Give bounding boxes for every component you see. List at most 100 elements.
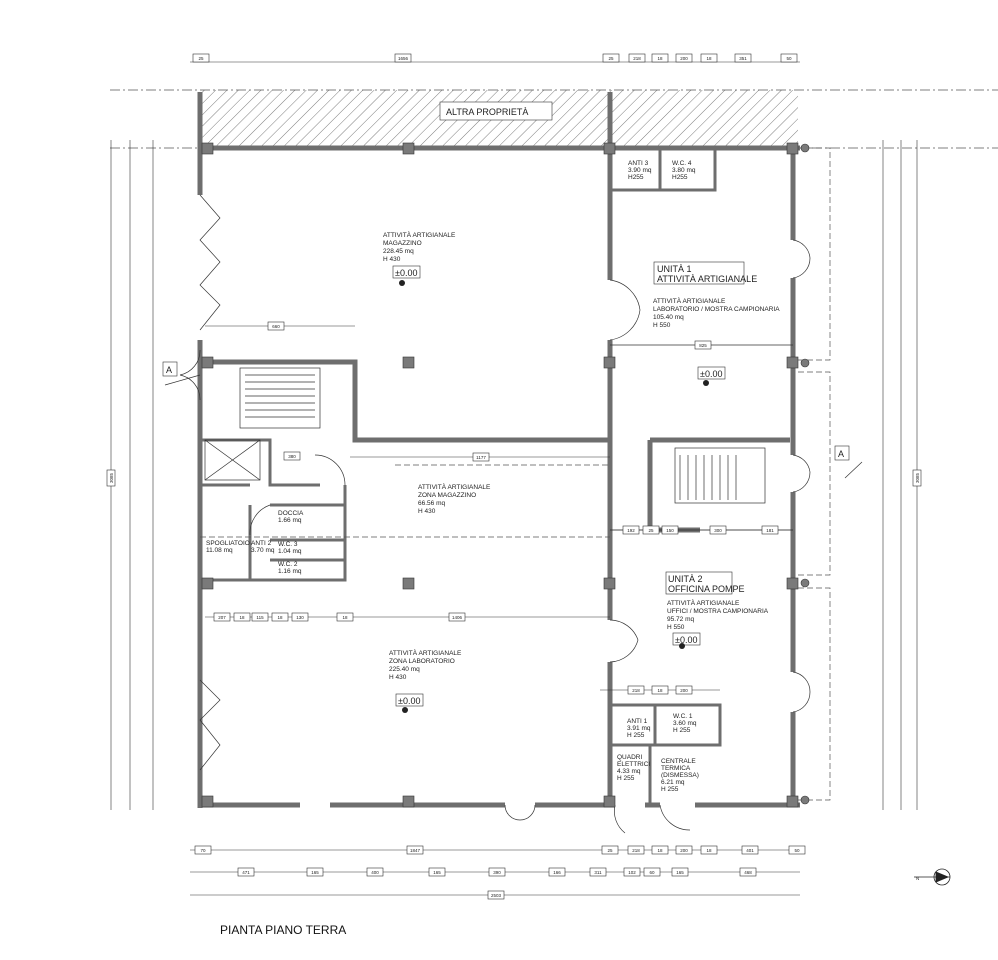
room-area: 3.80 mq	[672, 167, 696, 174]
svg-text:N: N	[916, 876, 919, 881]
room-height: H 255	[617, 775, 635, 782]
dimension-label: 200	[675, 53, 693, 63]
dimension-label: 50	[780, 53, 798, 63]
dimension-value: 380	[288, 454, 296, 459]
room-use: ATTIVITÀ ARTIGIANALE	[389, 648, 462, 657]
dimension-label: 18	[700, 53, 718, 63]
level-symbol-icon	[679, 643, 685, 649]
room-area: 105.40 mq	[653, 314, 684, 321]
neighbor-label: ALTRA PROPRIETÀ	[446, 107, 528, 117]
dimension-label: 207	[213, 612, 231, 622]
dimension-value: 311	[594, 870, 602, 875]
room-name: ANTI 2	[251, 540, 272, 547]
dimension-label: 351	[734, 53, 752, 63]
small-rooms: ANTI 3 3.90 mq H255 W.C. 4 3.80 mq H255 …	[206, 160, 699, 793]
room-area: 6.21 mq	[661, 779, 685, 786]
dimension-label: 150	[661, 525, 679, 535]
room-height: H 255	[673, 727, 691, 734]
section-label: A	[838, 449, 844, 459]
room-unita-1: UNITÀ 1 ATTIVITÀ ARTIGIANALE ATTIVITÀ AR…	[653, 261, 780, 386]
dimension-value: 165	[676, 870, 684, 875]
room-area: 3.70 mq	[251, 547, 275, 554]
dimension-value: 218	[632, 688, 640, 693]
section-marker-right: A	[834, 445, 863, 479]
dimension-label: 2503	[487, 890, 505, 900]
dimension-label: 18	[336, 612, 354, 622]
dimension-label: 18	[651, 53, 669, 63]
dimension-value: 1406	[452, 615, 463, 620]
walls	[197, 92, 800, 808]
north-arrow-icon: N	[914, 868, 951, 886]
external-canopy-outline	[798, 147, 831, 801]
dimension-label: 3085	[912, 469, 922, 487]
dimension-value: 25	[198, 56, 204, 61]
dimension-value: 3085	[915, 472, 920, 483]
dimension-label: 200	[675, 845, 693, 855]
dimension-label: 218	[627, 845, 645, 855]
room-height: H 550	[653, 322, 671, 329]
room-area: 3.60 mq	[673, 720, 697, 727]
room-name: W.C. 1	[673, 713, 693, 720]
dimension-value: 165	[311, 870, 319, 875]
room-name-2: ELETTRICI	[617, 761, 650, 768]
dimension-label: 18	[233, 612, 251, 622]
dimension-label: 468	[739, 867, 757, 877]
dimension-label: 165	[671, 867, 689, 877]
room-height: H 255	[661, 786, 679, 793]
dimension-value: 2503	[491, 893, 502, 898]
level-marker: ±0.00	[398, 696, 420, 706]
pillars	[201, 142, 810, 808]
room-zona-laboratorio: ATTIVITÀ ARTIGIANALE ZONA LABORATORIO 22…	[389, 648, 462, 713]
dimension-value: 390	[493, 870, 501, 875]
section-marker-left: A	[162, 361, 201, 386]
unit-title: UNITÀ 2	[668, 574, 703, 584]
dimension-label: 70	[194, 845, 212, 855]
room-height: H255	[672, 174, 688, 181]
room-name: SPOGLIATOIO	[206, 540, 250, 547]
room-name: W.C. 4	[672, 160, 692, 167]
room-name: QUADRI	[617, 754, 642, 761]
room-area: 3.91 mq	[627, 725, 651, 732]
dimension-value: 166	[553, 870, 561, 875]
level-marker: ±0.00	[675, 635, 697, 645]
room-height: H 430	[389, 674, 407, 681]
room-area: 228.45 mq	[383, 248, 414, 255]
room-area: 225.40 mq	[389, 666, 420, 673]
room-name: DOCCIA	[278, 510, 304, 517]
room-name: ANTI 3	[628, 160, 649, 167]
dimension-value: 18	[657, 848, 663, 853]
section-label: A	[166, 365, 172, 375]
dimension-label: 102	[623, 867, 641, 877]
dimension-value: 18	[657, 688, 663, 693]
room-use: ATTIVITÀ ARTIGIANALE	[418, 482, 491, 491]
dimension-label: 25	[642, 525, 660, 535]
dimension-label: 1847	[406, 845, 424, 855]
dimension-label: 311	[589, 867, 607, 877]
dimension-value: 471	[242, 870, 250, 875]
room-name: ANTI 1	[627, 718, 648, 725]
dimension-label: 165	[306, 867, 324, 877]
interior-dimension-lines	[200, 325, 793, 691]
dimension-value: 18	[342, 615, 348, 620]
dimension-label: 400	[366, 867, 384, 877]
dimension-label: 18	[651, 845, 669, 855]
dimension-value: 1177	[476, 455, 486, 460]
dimension-value: 18	[277, 615, 283, 620]
dimension-label: 660	[267, 321, 285, 331]
dimension-label: 115	[251, 612, 269, 622]
dimension-label: 1177	[472, 452, 490, 462]
dimension-label: 25	[602, 53, 620, 63]
dimension-value: 60	[649, 870, 655, 875]
drawing-title: PIANTA PIANO TERRA	[220, 923, 346, 937]
dimension-value: 200	[680, 848, 688, 853]
level-marker: ±0.00	[395, 268, 417, 278]
room-area: 66.56 mq	[418, 500, 445, 507]
dimension-label: 218	[627, 685, 645, 695]
dimension-value: 50	[786, 56, 792, 61]
room-name: W.C. 2	[278, 561, 298, 568]
dimension-value: 351	[739, 56, 747, 61]
dimension-value: 181	[766, 528, 774, 533]
dimension-value: 468	[744, 870, 752, 875]
